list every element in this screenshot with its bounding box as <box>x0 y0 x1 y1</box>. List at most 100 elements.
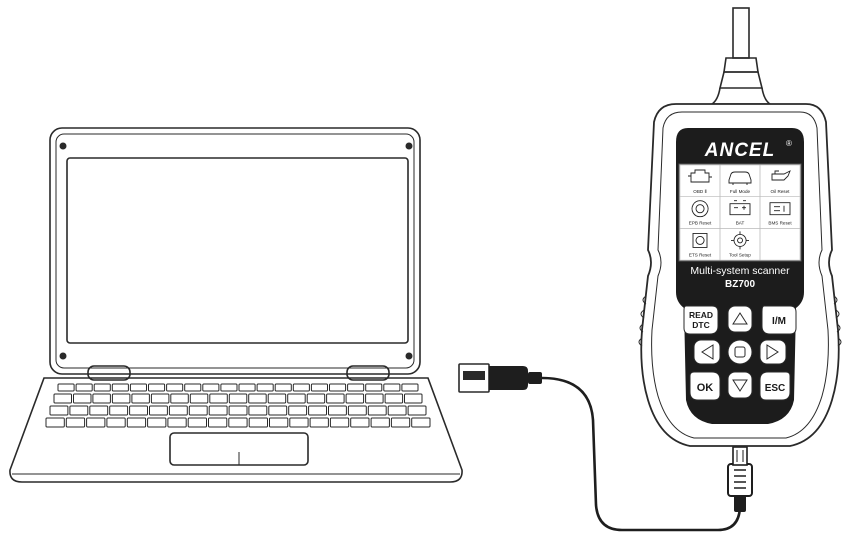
keyboard-key <box>65 417 86 428</box>
keyboard-key <box>168 405 188 416</box>
keyboard-key <box>57 383 75 392</box>
oil-can-icon <box>771 170 791 181</box>
keyboard-key <box>208 405 228 416</box>
keyboard-key <box>248 417 268 428</box>
keyboard-key <box>267 393 287 404</box>
keyboard-key <box>274 383 292 392</box>
laptop-keyboard <box>45 383 431 428</box>
laptop <box>9 127 463 483</box>
keyboard-key <box>287 393 306 404</box>
ok-label: OK <box>697 382 714 394</box>
keyboard-key <box>111 393 131 404</box>
menu-item-label[interactable]: ETS Reset <box>689 252 712 257</box>
keyboard-key <box>228 405 248 416</box>
screw-icon <box>59 142 67 150</box>
menu-item-label[interactable]: BAT <box>736 221 745 226</box>
keyboard-key <box>126 417 147 428</box>
keyboard-key <box>228 393 248 404</box>
keyboard-key <box>49 405 69 416</box>
keyboard-key <box>184 383 202 392</box>
keyboard-key <box>365 393 384 404</box>
keyboard-key <box>209 393 228 404</box>
usb-a-plug-body <box>489 366 528 390</box>
square-icon <box>734 346 746 358</box>
menu-item-label[interactable]: Full Mode <box>730 189 751 194</box>
keyboard-key <box>256 383 274 392</box>
ok-button[interactable]: OK <box>689 371 721 401</box>
bms-icon <box>769 202 791 216</box>
usb-a-plug-tongue <box>463 371 485 380</box>
right-arrow-icon <box>766 344 779 360</box>
read-dtc-button[interactable]: READ DTC <box>683 305 719 335</box>
keyboard-key <box>328 405 347 416</box>
down-arrow-icon <box>732 379 748 392</box>
keyboard-key <box>248 393 267 404</box>
keyboard-key <box>111 383 129 392</box>
read-dtc-label-bottom: DTC <box>692 320 709 330</box>
mini-usb-connector <box>732 446 748 466</box>
esc-label: ESC <box>765 383 786 394</box>
menu-item-label[interactable]: OBD Ⅱ <box>693 189 707 194</box>
keyboard-key <box>187 417 207 428</box>
keyboard-key <box>93 383 111 392</box>
obd-cable-boot-lower <box>718 71 764 89</box>
device-subtitle: Multi-system scanner <box>690 265 790 277</box>
up-button[interactable] <box>727 305 753 333</box>
keyboard-key <box>189 393 209 404</box>
keyboard-key <box>350 417 370 428</box>
gear-icon <box>731 231 749 250</box>
mini-usb-grip <box>734 469 746 489</box>
keyboard-key <box>407 405 427 416</box>
usb-a-strain-relief <box>528 372 542 384</box>
right-button[interactable] <box>759 339 787 365</box>
keyboard-key <box>109 405 129 416</box>
keyboard-key <box>367 405 387 416</box>
esc-button[interactable]: ESC <box>759 371 791 401</box>
device-model: BZ700 <box>725 279 755 290</box>
menu-item-label[interactable]: Tool Setup <box>729 252 751 257</box>
left-arrow-icon <box>701 344 714 360</box>
keyboard-key <box>53 393 72 404</box>
im-button[interactable]: I/M <box>761 305 797 335</box>
keyboard-key <box>208 417 228 428</box>
menu-item-label[interactable]: BMS Reset <box>768 221 792 226</box>
brand-logo: ANCEL <box>704 140 775 161</box>
keyboard-key <box>411 417 431 428</box>
keyboard-key <box>147 417 167 428</box>
keyboard-key <box>92 393 111 404</box>
screw-icon <box>405 352 413 360</box>
keyboard-key <box>345 393 365 404</box>
keyboard-key <box>220 383 238 392</box>
menu-item-label[interactable]: EPB Reset <box>689 221 712 226</box>
keyboard-key <box>370 417 390 428</box>
keyboard-key <box>309 417 329 428</box>
center-button[interactable] <box>727 339 753 365</box>
laptop-lid-inner <box>55 133 415 369</box>
keyboard-key <box>365 383 383 392</box>
keyboard-key <box>188 405 208 416</box>
read-dtc-label-top: READ <box>689 310 713 320</box>
keyboard-key <box>238 383 256 392</box>
keyboard-key <box>292 383 310 392</box>
keyboard-key <box>390 417 411 428</box>
keyboard-key <box>289 417 309 428</box>
keyboard-key <box>73 393 92 404</box>
im-label: I/M <box>772 316 786 327</box>
keyboard-key <box>383 383 401 392</box>
keyboard-key <box>347 405 367 416</box>
up-arrow-icon <box>732 312 748 325</box>
car-icon <box>728 171 752 185</box>
left-button[interactable] <box>693 339 721 365</box>
down-button[interactable] <box>727 371 753 399</box>
menu-item-label[interactable]: Oil Reset <box>771 189 791 194</box>
keyboard-key <box>86 417 106 428</box>
obd-cable-boot <box>723 57 759 73</box>
keyboard-key <box>248 405 268 416</box>
menu-cell <box>759 228 801 261</box>
brake-disc-icon <box>691 200 709 218</box>
keyboard-key <box>106 417 126 428</box>
laptop-base <box>9 377 463 483</box>
usb-cable <box>458 363 753 532</box>
keyboard-key <box>129 383 147 392</box>
keyboard-key <box>75 383 93 392</box>
